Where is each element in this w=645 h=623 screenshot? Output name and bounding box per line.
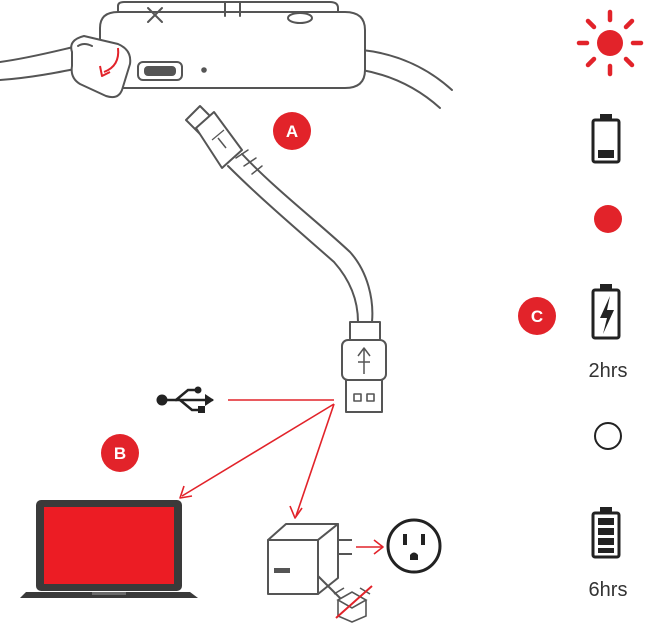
badge-a: A <box>273 112 311 150</box>
crossed-box-icon <box>333 585 373 623</box>
badge-c-label: C <box>531 307 543 326</box>
sun-icon <box>576 9 644 77</box>
charging-duration-label: 2hrs <box>589 360 628 382</box>
badge-b: B <box>101 434 139 472</box>
micro-usb-plug <box>185 105 243 169</box>
headset-module <box>0 1 453 109</box>
usb-symbol-icon <box>156 386 214 413</box>
usb-cable <box>227 149 374 323</box>
outlet-icon <box>386 518 442 574</box>
connection-lines <box>181 399 335 517</box>
battery-charging-icon <box>591 284 621 340</box>
outlet-arrow <box>356 539 384 555</box>
badge-c: C <box>518 297 556 335</box>
battery-low-icon <box>591 114 621 164</box>
charged-duration-label: 6hrs <box>589 579 628 601</box>
wall-adapter-icon <box>267 523 352 595</box>
laptop-icon <box>20 500 198 598</box>
connection-arrowheads <box>179 485 303 519</box>
badge-a-label: A <box>286 122 298 141</box>
usb-a-plug <box>341 321 387 413</box>
open-cover-arrow-icon <box>99 47 120 77</box>
red-dot-icon <box>594 205 622 233</box>
empty-circle-icon <box>594 422 622 450</box>
battery-full-icon <box>591 507 621 559</box>
badge-b-label: B <box>114 444 126 463</box>
